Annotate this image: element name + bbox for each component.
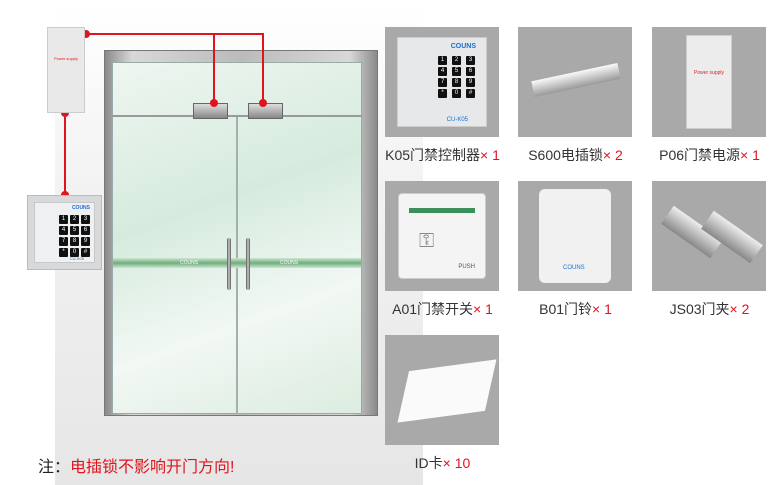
exit-button-label: PUSH [458, 264, 475, 270]
key: 8 [70, 237, 79, 246]
product-name: S600电插锁 [528, 147, 603, 163]
product-qty: × 1 [473, 301, 493, 317]
product-qty: × 1 [592, 301, 612, 317]
product-name: JS03门夹 [669, 301, 730, 317]
key: * [438, 89, 447, 98]
product-image-a01: ⚿ PUSH [385, 181, 499, 291]
door-stripe-text: COUNS [180, 260, 199, 266]
product-qty: × 2 [729, 301, 750, 317]
power-supply: Power supply [47, 27, 85, 113]
product-label-b01: B01门铃× 1 [509, 299, 642, 319]
key: 0 [452, 89, 461, 98]
wire [64, 113, 66, 195]
key: * [59, 248, 68, 257]
wire [86, 33, 263, 35]
key: 5 [452, 67, 461, 76]
product-name: A01门禁开关 [392, 301, 474, 317]
product-name: B01门铃 [539, 301, 593, 317]
wire-dot [82, 30, 90, 38]
wire-dot [259, 99, 267, 107]
key: 4 [438, 67, 447, 76]
key: 5 [70, 226, 79, 235]
key: 9 [81, 237, 90, 246]
product-image-p06: Power supply [652, 27, 766, 137]
product-name: ID卡 [414, 455, 443, 471]
key: 2 [70, 215, 79, 224]
key: 2 [452, 56, 461, 65]
power-supply-label: Power supply [53, 56, 78, 61]
product-image-id-card [385, 335, 499, 445]
bell-brand: COUNS [563, 265, 585, 271]
product-image-js03 [652, 181, 766, 291]
product-label-k05: K05门禁控制器× 1 [376, 145, 509, 165]
product-qty: × 1 [740, 147, 760, 163]
product-image-s600 [518, 27, 632, 137]
key: 7 [438, 78, 447, 87]
product-label-id-card: ID卡× 10 [376, 453, 509, 473]
product-label-p06: P06门禁电源× 1 [643, 145, 776, 165]
key: 6 [81, 226, 90, 235]
door-stripe [113, 258, 361, 268]
key: 6 [466, 67, 475, 76]
key: # [466, 89, 475, 98]
power-supply-label: Power supply [693, 70, 724, 76]
key-icon: ⚿ [419, 230, 435, 252]
key: 3 [81, 215, 90, 224]
product-label-a01: A01门禁开关× 1 [376, 299, 509, 319]
note-prefix: 注： [38, 459, 71, 476]
product-qty: × 10 [442, 455, 471, 471]
product-name: K05门禁控制器 [385, 147, 481, 163]
door-handle-left [227, 238, 231, 290]
wire [262, 33, 264, 103]
key: 1 [438, 56, 447, 65]
keypad-brand: COUNS [71, 205, 90, 211]
key: 1 [59, 215, 68, 224]
keypad-model: CU-K05 [446, 117, 468, 123]
product-image-b01: COUNS [518, 181, 632, 291]
door-stripe-text: COUNS [280, 260, 299, 266]
keypad-model: CU-K05 [69, 256, 84, 261]
wire-dot [210, 99, 218, 107]
door-handle-right [246, 238, 250, 290]
product-name: P06门禁电源 [659, 147, 741, 163]
key: 0 [70, 248, 79, 257]
wire-dot [61, 109, 69, 117]
key: 7 [59, 237, 68, 246]
installation-note: 注：电插锁不影响开门方向! [38, 453, 234, 477]
product-label-s600: S600电插锁× 2 [509, 145, 642, 165]
product-label-js03: JS03门夹× 2 [643, 299, 776, 319]
key: 8 [452, 78, 461, 87]
key: 3 [466, 56, 475, 65]
key: 9 [466, 78, 475, 87]
product-qty: × 2 [602, 147, 623, 163]
door-transom [112, 62, 362, 117]
note-text: 电插锁不影响开门方向! [70, 459, 235, 476]
keypad-brand: COUNS [450, 43, 476, 50]
key: # [81, 248, 90, 257]
key: 4 [59, 226, 68, 235]
wire [213, 33, 215, 103]
product-qty: × 1 [480, 147, 500, 163]
